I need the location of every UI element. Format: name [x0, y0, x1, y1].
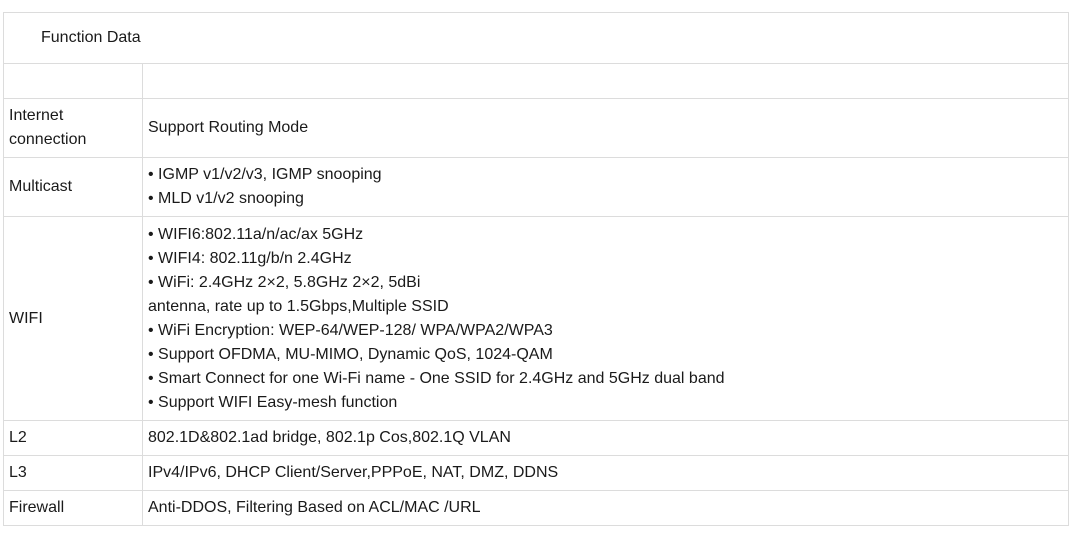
value-line: • WiFi: 2.4GHz 2×2, 5.8GHz 2×2, 5dBi	[148, 273, 421, 291]
row-label: Internet connection	[3, 98, 143, 158]
value-line: 802.1D&802.1ad bridge, 802.1p Cos,802.1Q…	[148, 429, 511, 446]
function-data-table: Function Data Internet connection Suppor…	[2, 12, 1070, 526]
value-line: • IGMP v1/v2/v3, IGMP snooping	[148, 166, 382, 183]
blank-row	[3, 63, 1070, 99]
table-row-wifi: WIFI • WIFI6:802.11a/n/ac/ax 5GHz • WIFI…	[3, 216, 1070, 421]
value-line: • Smart Connect for one Wi-Fi name - One…	[148, 369, 725, 387]
row-value: Support Routing Mode	[141, 98, 1070, 158]
table-row-l2: L2 802.1D&802.1ad bridge, 802.1p Cos,802…	[3, 420, 1070, 456]
value-line: • WiFi Encryption: WEP-64/WEP-128/ WPA/W…	[148, 321, 553, 339]
blank-cell	[141, 63, 1070, 99]
row-label: Multicast	[3, 157, 143, 217]
value-line: Support Routing Mode	[148, 119, 309, 136]
blank-cell	[3, 63, 143, 99]
row-label: WIFI	[3, 216, 143, 421]
value-line: • Support OFDMA, MU-MIMO, Dynamic QoS, 1…	[148, 345, 553, 363]
value-line: antenna, rate up to 1.5Gbps,Multiple SSI…	[148, 297, 449, 315]
row-label: L2	[3, 420, 143, 456]
row-value: Anti-DDOS, Filtering Based on ACL/MAC /U…	[141, 490, 1070, 526]
table-row-internet-connection: Internet connection Support Routing Mode	[3, 98, 1070, 158]
value-line: Anti-DDOS, Filtering Based on ACL/MAC /U…	[148, 499, 481, 516]
value-line: IPv4/IPv6, DHCP Client/Server,PPPoE, NAT…	[148, 464, 559, 481]
row-value: • IGMP v1/v2/v3, IGMP snooping • MLD v1/…	[141, 157, 1070, 217]
table-title: Function Data	[2, 12, 1070, 64]
value-line: • Support WIFI Easy-mesh function	[148, 393, 398, 411]
row-value: 802.1D&802.1ad bridge, 802.1p Cos,802.1Q…	[141, 420, 1070, 456]
table-row-l3: L3 IPv4/IPv6, DHCP Client/Server,PPPoE, …	[3, 455, 1070, 491]
row-label: L3	[3, 455, 143, 491]
value-line: • MLD v1/v2 snooping	[148, 190, 304, 207]
table-row-firewall: Firewall Anti-DDOS, Filtering Based on A…	[3, 490, 1070, 526]
table-row-multicast: Multicast • IGMP v1/v2/v3, IGMP snooping…	[3, 157, 1070, 217]
row-value: • WIFI6:802.11a/n/ac/ax 5GHz • WIFI4: 80…	[141, 216, 1070, 421]
row-value: IPv4/IPv6, DHCP Client/Server,PPPoE, NAT…	[141, 455, 1070, 491]
value-line: • WIFI6:802.11a/n/ac/ax 5GHz	[148, 225, 364, 243]
value-line: • WIFI4: 802.11g/b/n 2.4GHz	[148, 249, 352, 267]
row-label: Firewall	[3, 490, 143, 526]
table-title-row: Function Data	[2, 12, 1070, 64]
